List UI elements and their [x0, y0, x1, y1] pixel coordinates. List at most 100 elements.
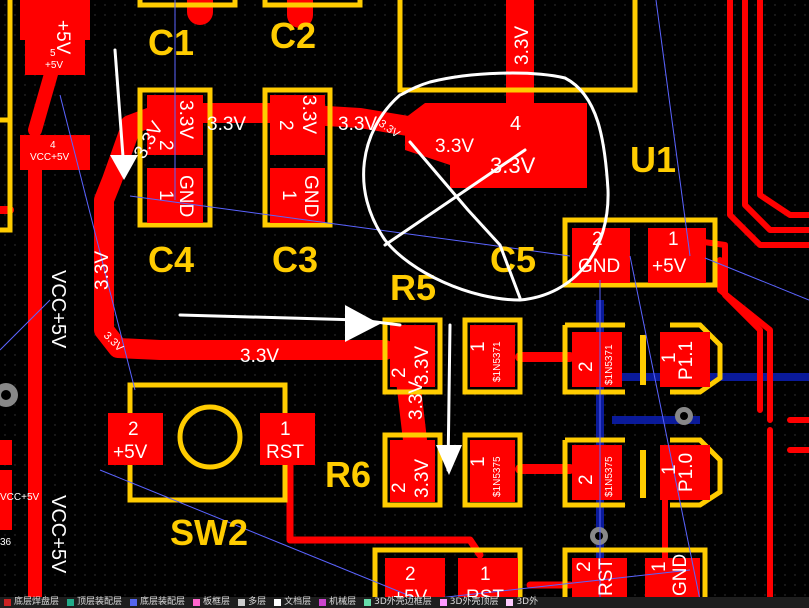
- u1-pad-4[interactable]: [405, 103, 587, 188]
- pad-label: GND: [670, 554, 691, 596]
- trace-label-3v3: 3.3V: [240, 346, 279, 367]
- r5-pad-number: 1: [468, 341, 489, 352]
- layer-color-swatch: [274, 599, 282, 606]
- pad-number: 2: [574, 561, 595, 572]
- layer-color-swatch: [238, 599, 246, 606]
- pad-number: 2: [405, 564, 416, 585]
- u1-pad-label: 3.3V: [435, 136, 474, 157]
- c5-pad-label: +5V: [652, 256, 687, 277]
- r5-pad-label: $1N5371: [492, 341, 503, 382]
- layer-tab-label: 3D外壳顶层: [449, 597, 499, 607]
- r5-pad-number: 2: [389, 367, 410, 378]
- led-cathode-mark: [640, 335, 646, 385]
- u1-pad-number: 4: [510, 113, 521, 135]
- c2-pad-number: 2: [275, 120, 296, 131]
- c2-pad-label: 3.3V: [298, 95, 319, 134]
- sw2-pad-label: +5V: [113, 442, 148, 463]
- layer-tab-label: 底层焊盘层: [14, 597, 60, 607]
- pad-number: 1: [480, 564, 491, 585]
- layer-tab-label: 板框层: [203, 597, 231, 607]
- pad-label: 36: [0, 537, 12, 548]
- designator-sw2: SW2: [170, 512, 248, 553]
- layer-tab[interactable]: 多层: [238, 597, 266, 608]
- layer-tab[interactable]: 3D外壳边框层: [364, 597, 432, 608]
- pad-label: VCC+5V: [30, 152, 70, 163]
- sw2-pad-number: 1: [280, 419, 291, 440]
- layer-tab[interactable]: 底层焊盘层: [4, 597, 59, 608]
- layer-tab-label: 多层: [248, 597, 267, 607]
- layer-tab[interactable]: 3D外壳顶层: [439, 597, 499, 608]
- pad-label: +5V: [52, 20, 73, 55]
- led-pad-number: 2: [576, 474, 597, 485]
- trace-label-3v3: 3.3V: [92, 251, 113, 290]
- c3-pad-label: GND: [300, 175, 321, 217]
- layer-tab-label: 顶层装配层: [77, 597, 123, 607]
- led-pad-number: 1: [659, 464, 680, 475]
- layer-color-swatch: [319, 599, 327, 606]
- designator-c3: C3: [272, 239, 318, 280]
- trace-label-3v3: 3.3V: [207, 114, 246, 135]
- layer-tab-label: 底层装配层: [140, 597, 186, 607]
- designator-r6: R6: [325, 454, 371, 495]
- layer-tab-label: 机械层: [329, 597, 357, 607]
- pad-number: 5: [50, 48, 56, 59]
- layer-color-swatch: [4, 599, 11, 606]
- trace-label-vcc: VCC+5V: [47, 270, 69, 349]
- trace-label-3v3: 3.3V: [512, 26, 533, 65]
- r6-pad-label: $1N5375: [492, 456, 503, 497]
- designator-u1: U1: [630, 139, 676, 180]
- trace-label-vcc: VCC+5V: [47, 495, 69, 574]
- layer-tab[interactable]: 顶层装配层: [67, 597, 122, 608]
- c1-pad-label: 3.3V: [175, 100, 196, 139]
- pad-label: VCC+5V: [0, 492, 40, 503]
- sw2-pad-number: 2: [128, 419, 139, 440]
- c5-pad-number: 2: [592, 229, 603, 250]
- led-pad-label: $1N5371: [604, 344, 615, 385]
- trace-label-3v3: 3.3V: [406, 381, 427, 420]
- layer-color-swatch: [439, 599, 447, 606]
- designator-c2: C2: [270, 15, 316, 56]
- trace-label-3v3: 3.3V: [338, 114, 377, 135]
- led-cathode-mark: [640, 450, 646, 498]
- r5-pad-label: 3.3V: [412, 346, 433, 385]
- pad-label: +5V: [45, 60, 63, 71]
- pad-label: RST: [596, 558, 617, 596]
- layer-color-swatch: [67, 599, 75, 606]
- layer-color-swatch: [130, 599, 138, 606]
- led-pad-label: P1.0: [676, 453, 697, 492]
- layer-tab-label: 3D外壳边框层: [374, 597, 432, 607]
- layer-tab[interactable]: 板框层: [193, 597, 230, 608]
- r6-pad-number: 1: [468, 456, 489, 467]
- designator-c1: C1: [148, 22, 194, 63]
- layer-color-swatch: [364, 599, 372, 606]
- layer-tab[interactable]: 3D外: [506, 597, 538, 608]
- vias[interactable]: [0, 383, 693, 545]
- sw2-pad-label: RST: [266, 442, 304, 463]
- silkscreen: [0, 0, 723, 600]
- layer-color-swatch: [506, 599, 514, 606]
- r6-pad-label: 3.3V: [412, 459, 433, 498]
- c3-pad-number: 1: [278, 190, 299, 201]
- c1-pad-number: 2: [155, 140, 176, 151]
- designator-c4: C4: [148, 239, 194, 280]
- c4-pad-number: 1: [155, 190, 176, 201]
- layer-tab[interactable]: 底层装配层: [130, 597, 185, 608]
- designator-r5: R5: [390, 267, 436, 308]
- led-pad-label: $1N5375: [604, 456, 615, 497]
- c5-pad-number: 1: [668, 229, 679, 250]
- c4-pad-label: GND: [175, 175, 196, 217]
- layer-color-swatch: [193, 599, 201, 606]
- led-pad-number: 1: [659, 352, 680, 363]
- layer-tab-bar: 底层焊盘层 顶层装配层 底层装配层 板框层 多层文档层 机械层 3D外壳边框层 3D外壳顶层 3…: [0, 597, 809, 608]
- pad-number: 1: [649, 561, 670, 572]
- pad-number: 4: [50, 140, 56, 151]
- layer-tab[interactable]: 机械层: [319, 597, 356, 608]
- layer-tab-label: 3D外: [516, 597, 539, 607]
- r6-pad-number: 2: [389, 482, 410, 493]
- led-pad-number: 2: [576, 361, 597, 372]
- led-pad-label: P1.1: [676, 341, 697, 380]
- layer-tab[interactable]: 文档层: [274, 597, 311, 608]
- designator-c5: C5: [490, 239, 536, 280]
